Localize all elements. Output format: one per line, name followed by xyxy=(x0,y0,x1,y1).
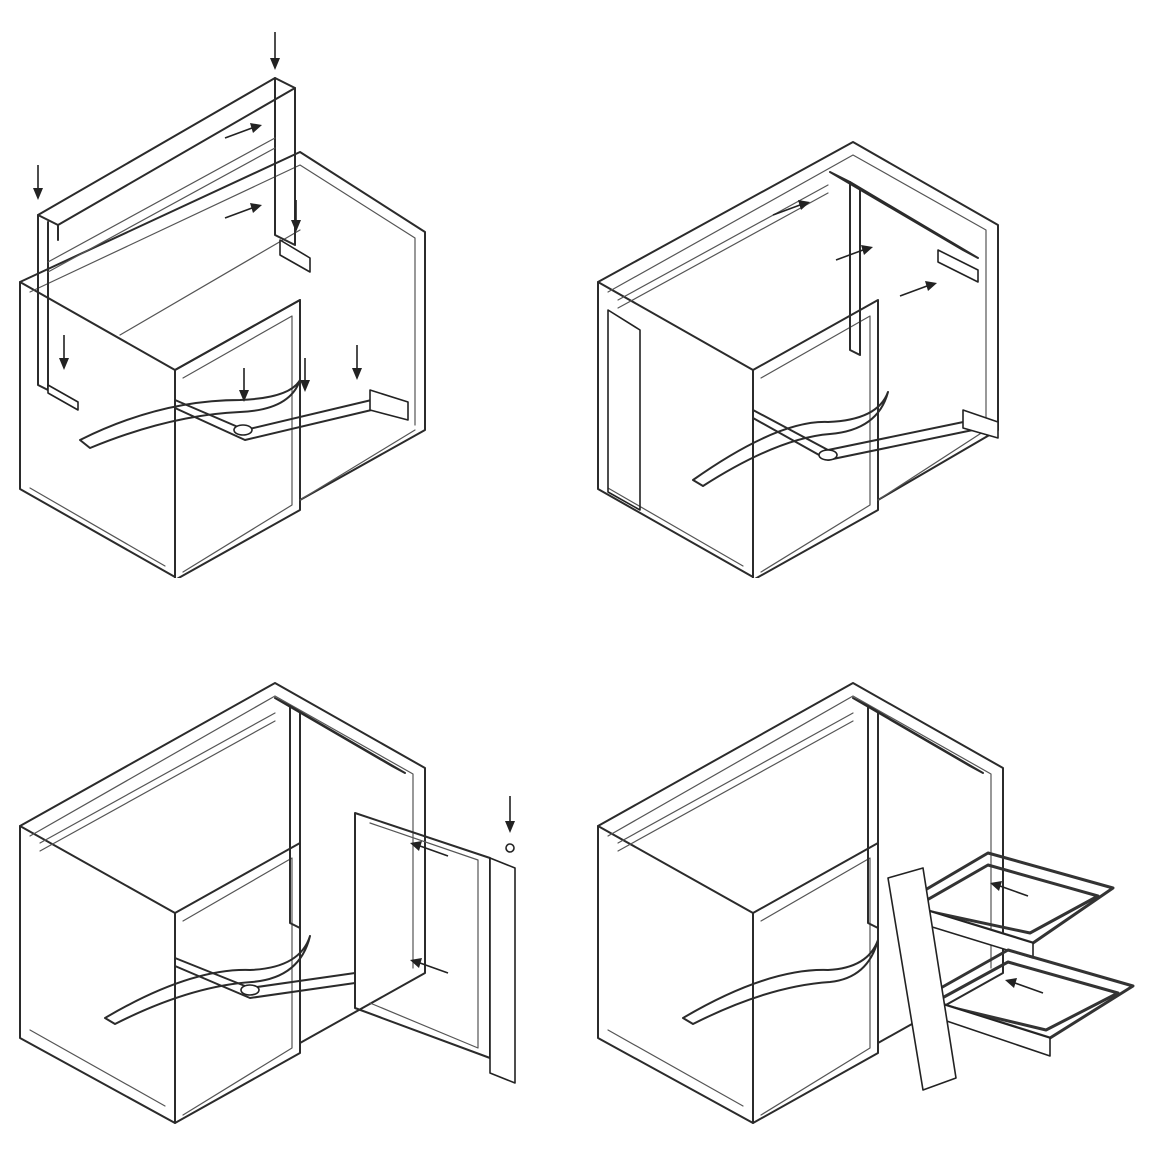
cabinet-carcass xyxy=(597,682,1004,1124)
cabinet-carcass xyxy=(19,151,426,578)
swing-arm-lower xyxy=(682,939,879,1025)
step-4-arrows xyxy=(990,881,1044,994)
cabinet-carcass xyxy=(597,141,999,578)
upright-frame xyxy=(274,697,406,929)
cabinet-carcass xyxy=(19,682,426,1124)
step-2-arrows xyxy=(772,200,937,297)
side-mounting-plate xyxy=(354,812,516,1084)
step-4-illustration xyxy=(597,682,1135,1124)
step-1-arrows xyxy=(33,32,362,402)
basket-support-bracket xyxy=(887,867,957,1091)
upright-frame xyxy=(852,697,984,929)
step-1-illustration xyxy=(19,32,426,578)
step-2-illustration xyxy=(597,141,999,578)
step-4-panel xyxy=(578,578,1156,1156)
step-3-arrows xyxy=(410,796,515,974)
step-2-panel xyxy=(578,0,1156,578)
upright-frame xyxy=(37,77,311,411)
swing-arm-lower xyxy=(692,391,999,487)
step-3-panel xyxy=(0,578,578,1156)
lower-wire-basket xyxy=(921,948,1135,1057)
upright-frame xyxy=(607,171,979,511)
step-1-panel xyxy=(0,0,578,578)
step-3-illustration xyxy=(19,682,516,1124)
swing-arm-lower xyxy=(79,379,409,449)
swing-arm-lower xyxy=(104,935,356,1025)
